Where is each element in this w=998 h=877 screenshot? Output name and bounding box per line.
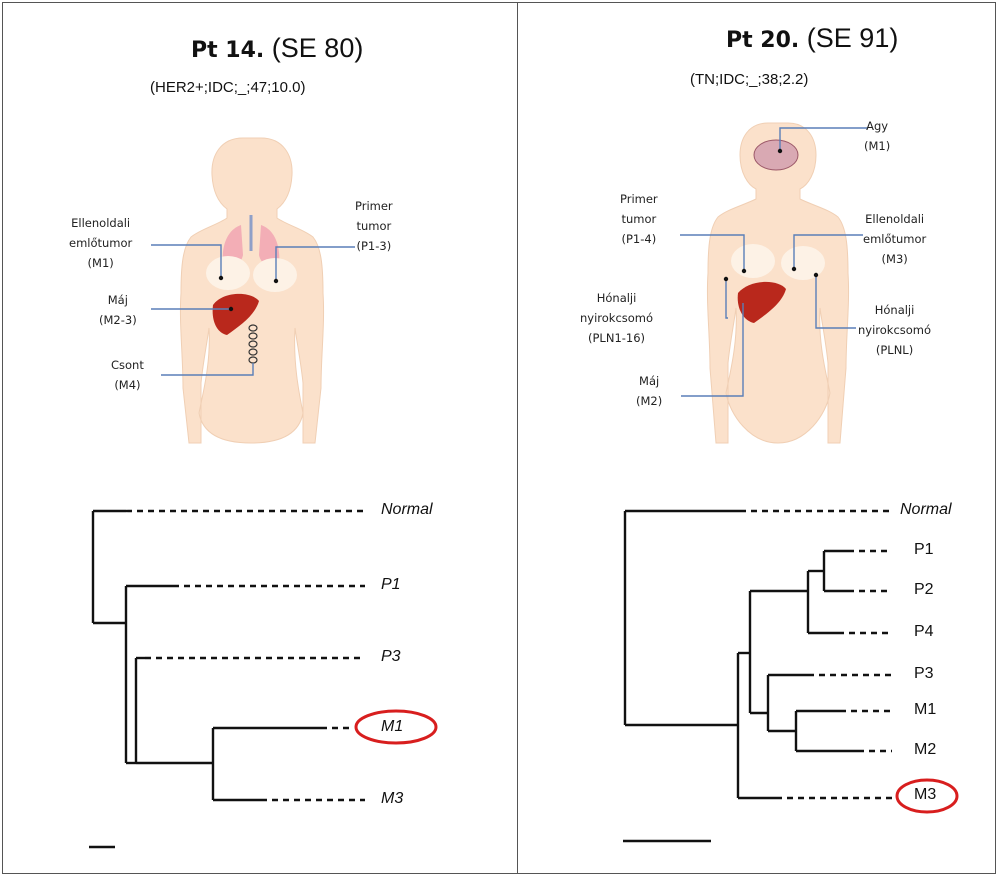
left-leaf-m3: M3 — [381, 790, 403, 808]
right-leaf-m3: M3 — [914, 786, 936, 804]
right-leaf-p2: P2 — [914, 581, 934, 599]
left-tree-dashes — [126, 511, 365, 800]
left-phylo-tree — [3, 3, 519, 875]
left-leaf-normal: Normal — [381, 501, 433, 519]
right-leaf-p4: P4 — [914, 623, 934, 641]
right-leaf-m2: M2 — [914, 741, 936, 759]
left-tree-branches — [89, 511, 321, 847]
left-leaf-m1: M1 — [381, 718, 403, 736]
right-panel: Pt 20. (SE 91) (TN;IDC;_;38;2.2) Agy(M1)… — [517, 2, 996, 874]
left-panel: Pt 14. (SE 80) (HER2+;IDC;_;47;10.0) — [2, 2, 518, 874]
right-leaf-m1: M1 — [914, 701, 936, 719]
right-leaf-p3: P3 — [914, 665, 934, 683]
right-leaf-p1: P1 — [914, 541, 934, 559]
right-tree-dashes — [740, 511, 892, 798]
right-leaf-normal: Normal — [900, 501, 952, 519]
left-leaf-p1: P1 — [381, 576, 401, 594]
left-leaf-p3: P3 — [381, 648, 401, 666]
